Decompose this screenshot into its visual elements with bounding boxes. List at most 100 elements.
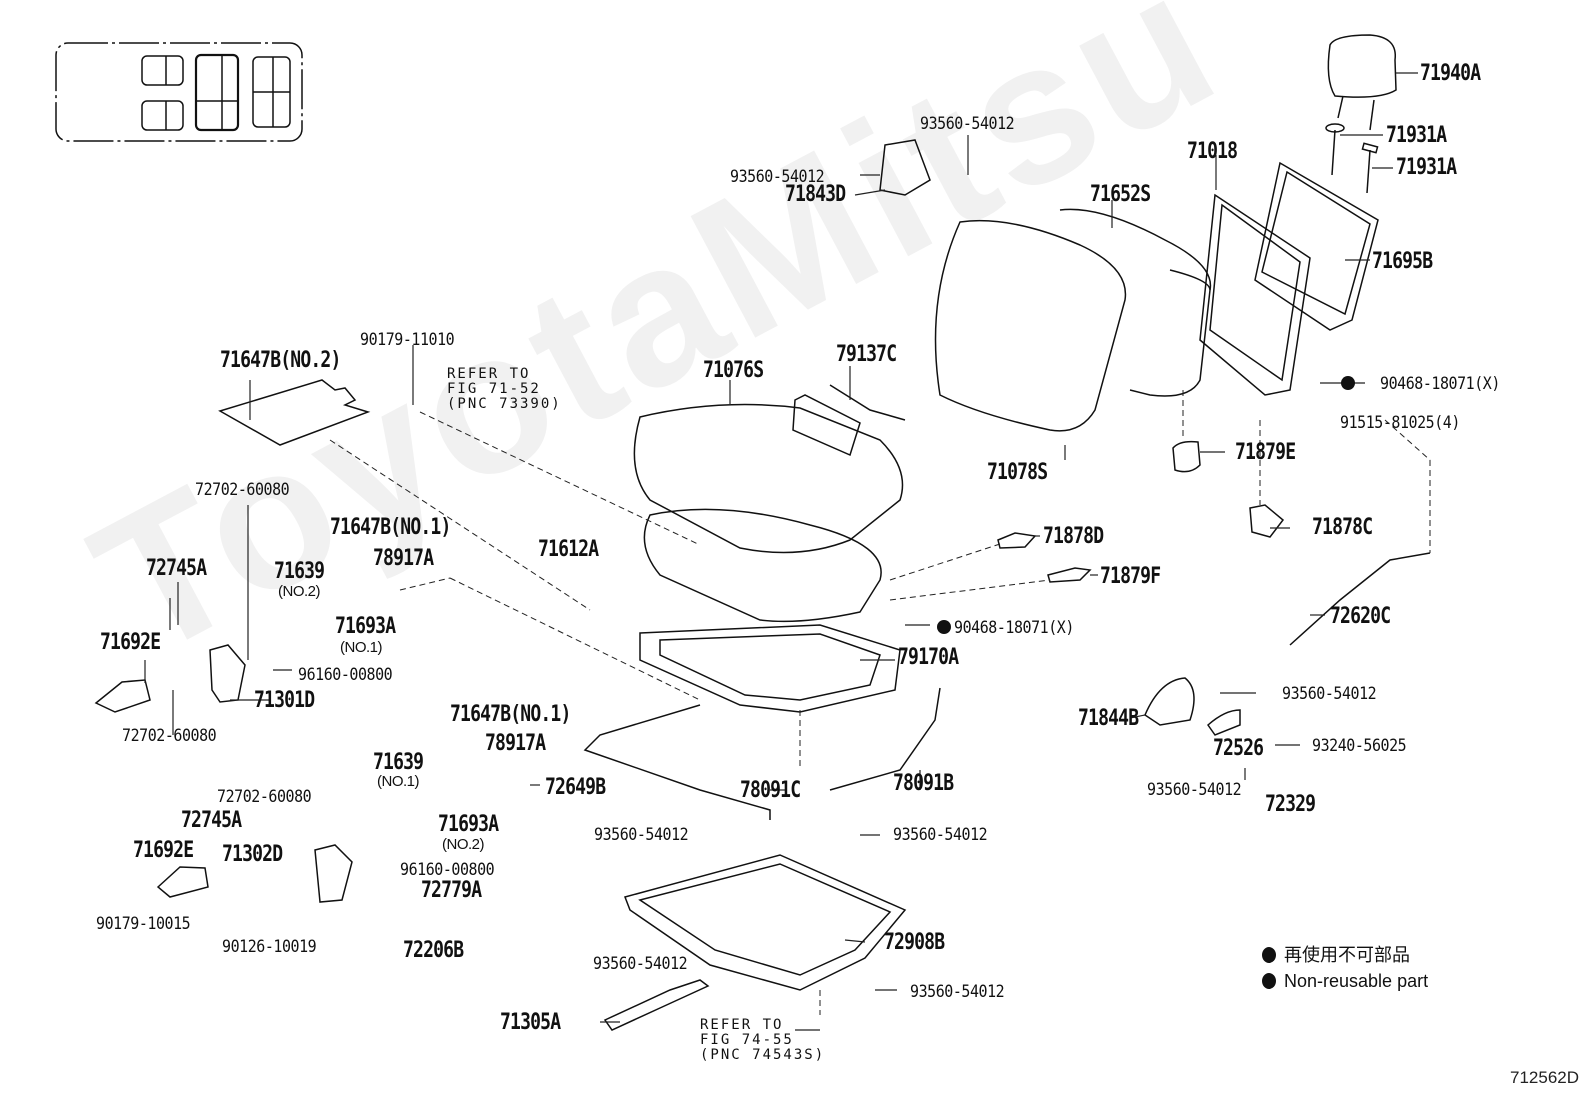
part-label[interactable]: 93560-54012	[893, 825, 988, 845]
part-label[interactable]: 72702-60080	[217, 787, 312, 807]
part-label[interactable]: 71301D	[254, 688, 315, 713]
pad-part	[218, 379, 371, 446]
part-label[interactable]: 71639	[373, 750, 424, 775]
legend-text: 再使用不可部品	[1284, 945, 1410, 965]
reference-line: (PNC 74543S)	[700, 1047, 826, 1063]
part-label[interactable]: 71647B(NO.1)	[330, 515, 451, 540]
reference-note[interactable]: REFER TO FIG 71-52 (PNC 73390)	[447, 367, 562, 412]
damper-part	[603, 979, 710, 1031]
hinge-cover-part-a	[1172, 440, 1201, 473]
part-label[interactable]: 71647B(NO.1)	[450, 702, 571, 727]
part-label[interactable]: 71018	[1187, 139, 1238, 164]
part-label[interactable]: 90468-18071(X)	[1380, 374, 1500, 394]
part-label[interactable]: 71695B	[1372, 249, 1433, 274]
part-label[interactable]: 72329	[1265, 792, 1316, 817]
part-label-note: (NO.2)	[278, 583, 321, 600]
part-label[interactable]: 79170A	[898, 645, 959, 670]
part-label[interactable]: 93240-56025	[1312, 736, 1407, 756]
reference-line: FIG 71-52	[447, 381, 541, 397]
clip-part-b	[1047, 567, 1092, 583]
lever-cover-part-b	[156, 866, 209, 898]
part-label[interactable]: 93560-54012	[593, 954, 688, 974]
part-label-note: (NO.1)	[377, 773, 420, 790]
part-label[interactable]: 93560-54012	[1282, 684, 1377, 704]
part-label[interactable]: 78091B	[893, 771, 954, 796]
part-label[interactable]: 90179-11010	[360, 330, 455, 350]
part-label[interactable]: 71076S	[703, 358, 764, 383]
figure-number: 712562D	[1510, 1068, 1580, 1087]
part-label[interactable]: 71940A	[1420, 61, 1481, 86]
part-label[interactable]: 72206B	[403, 938, 464, 963]
part-label[interactable]: 93560-54012	[730, 167, 825, 187]
part-label[interactable]: 71879F	[1100, 564, 1161, 589]
part-label[interactable]: 78091C	[740, 778, 801, 803]
part-label[interactable]: 71612A	[538, 537, 599, 562]
part-label[interactable]: 72745A	[146, 556, 207, 581]
headrest-part	[1327, 34, 1397, 131]
reference-line: REFER TO	[447, 366, 531, 382]
part-label[interactable]: 71931A	[1396, 155, 1457, 180]
part-label[interactable]: 71692E	[100, 630, 161, 655]
cable-78091C	[583, 704, 771, 820]
part-label[interactable]: 71652S	[1090, 182, 1151, 207]
side-cover-part	[1144, 677, 1195, 726]
part-label[interactable]: 78917A	[373, 546, 434, 571]
cable-79137C	[829, 384, 906, 421]
vehicle-seat-locator-icon	[55, 42, 303, 142]
part-label[interactable]: 71692E	[133, 838, 194, 863]
seatback-cover-part	[934, 208, 1212, 432]
part-label[interactable]: 71878D	[1043, 524, 1104, 549]
part-label[interactable]: 71305A	[500, 1010, 561, 1035]
part-label[interactable]: 72702-60080	[195, 480, 290, 500]
legend-item: Non-reusable part	[1262, 968, 1428, 994]
part-label[interactable]: 71931A	[1386, 123, 1447, 148]
part-label[interactable]: 72649B	[545, 775, 606, 800]
hinge-bracket-part-b	[314, 844, 353, 903]
part-label[interactable]: 71647B(NO.2)	[220, 348, 341, 373]
clip-part-a	[997, 532, 1037, 549]
part-label[interactable]: 72779A	[421, 878, 482, 903]
part-label-note: (NO.1)	[340, 639, 383, 656]
part-label[interactable]: 71078S	[987, 460, 1048, 485]
part-label[interactable]: 93560-54012	[594, 825, 689, 845]
hinge-bracket-part-a	[209, 644, 246, 703]
reference-note[interactable]: REFER TO FIG 74-55 (PNC 74543S)	[700, 1018, 825, 1063]
headrest-guide-part	[1325, 123, 1379, 194]
non-reusable-marker	[1341, 376, 1355, 390]
cable-78091B	[829, 687, 941, 791]
part-label[interactable]: 71639	[274, 559, 325, 584]
part-label[interactable]: 71878C	[1312, 515, 1373, 540]
part-label[interactable]: 71844B	[1078, 706, 1139, 731]
part-label[interactable]: 72620C	[1330, 604, 1391, 629]
part-label[interactable]: 90126-10019	[222, 937, 317, 957]
part-label[interactable]: 71693A	[335, 614, 396, 639]
part-label[interactable]: 71879E	[1235, 440, 1296, 465]
reference-line: FIG 74-55	[700, 1032, 794, 1048]
part-label[interactable]: 93560-54012	[920, 114, 1015, 134]
part-label[interactable]: 71843D	[785, 182, 846, 207]
part-label[interactable]: 96160-00800	[298, 665, 393, 685]
reference-line: (PNC 73390)	[447, 396, 562, 412]
part-label[interactable]: 91515-81025(4)	[1340, 413, 1460, 433]
part-label[interactable]: 72526	[1213, 736, 1264, 761]
legend-item: 再使用不可部品	[1262, 942, 1428, 968]
part-label[interactable]: 72745A	[181, 808, 242, 833]
part-label[interactable]: 79137C	[836, 342, 897, 367]
part-label[interactable]: 78917A	[485, 731, 546, 756]
part-label[interactable]: 93560-54012	[910, 982, 1005, 1002]
part-label[interactable]: 72702-60080	[122, 726, 217, 746]
bracket-cover-part	[879, 139, 931, 196]
part-label[interactable]: 71302D	[222, 842, 283, 867]
part-label[interactable]: 90468-18071(X)	[954, 618, 1074, 638]
part-label[interactable]: 72908B	[884, 930, 945, 955]
part-label[interactable]: 96160-00800	[400, 860, 495, 880]
part-label[interactable]: 71693A	[438, 812, 499, 837]
hinge-cover-part-b	[1249, 504, 1285, 538]
legend-text: Non-reusable part	[1284, 971, 1429, 991]
seat-cushion-cover-part	[633, 394, 904, 623]
part-label[interactable]: 90179-10015	[96, 914, 191, 934]
reference-line: REFER TO	[700, 1017, 784, 1033]
filled-circle-icon	[1262, 973, 1276, 989]
part-label[interactable]: 93560-54012	[1147, 780, 1242, 800]
cable-72620C	[1289, 552, 1431, 646]
